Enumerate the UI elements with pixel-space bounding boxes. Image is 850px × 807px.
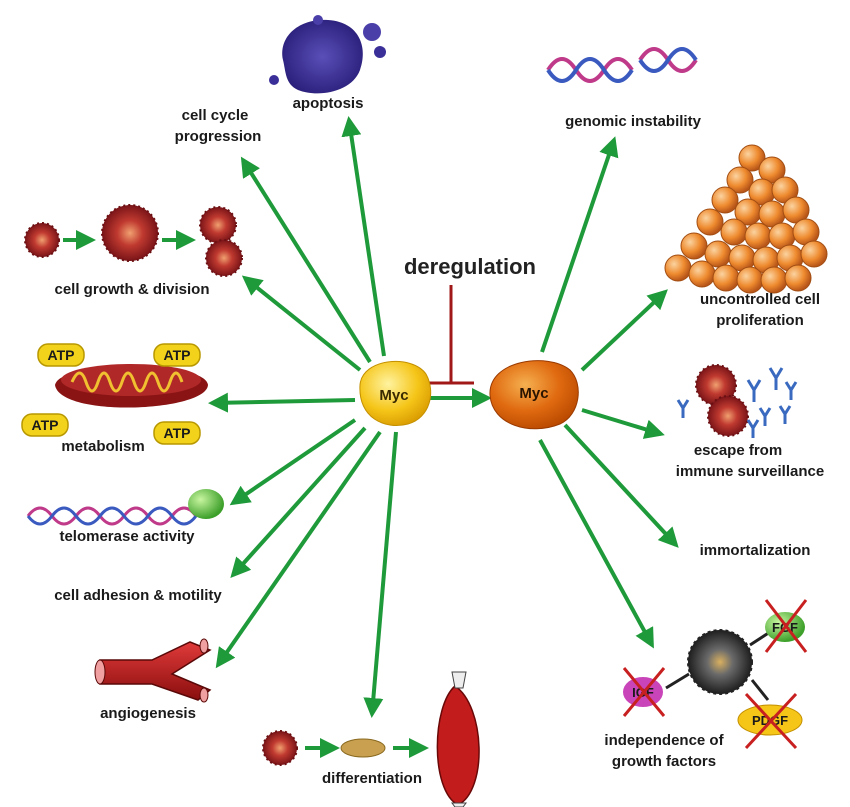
- cell-growth-illustration: [24, 204, 243, 277]
- arrow-to-angiogenesis: [215, 430, 382, 669]
- atp-label-1: ATP: [48, 347, 75, 363]
- atp-label-4: ATP: [164, 425, 191, 441]
- immortalization-label: immortalization: [700, 542, 811, 559]
- arrow-to-differentiation: [363, 431, 398, 718]
- arrow-to-uncontrolled: [580, 289, 668, 372]
- growth-factor-independence-illustration: [665, 629, 771, 701]
- arrow-to-escape: [581, 408, 665, 439]
- arrows-deregulated: [538, 136, 679, 649]
- arrow-to-adhesion: [230, 426, 367, 578]
- arrow-to-apoptosis: [341, 116, 386, 357]
- escape-label-line2: immune surveillance: [676, 463, 824, 480]
- cell-growth-label: cell growth & division: [54, 281, 209, 298]
- atp-badge-3: ATP: [21, 413, 69, 437]
- uncontrolled-label-line2: proliferation: [716, 312, 804, 329]
- differentiation-label: differentiation: [322, 770, 422, 787]
- angiogenesis-label: angiogenesis: [100, 705, 196, 722]
- atp-badge-1: ATP: [37, 343, 85, 367]
- metabolism-label: metabolism: [61, 438, 144, 455]
- myc-deregulated-node: Myc: [489, 360, 579, 430]
- arrow-to-cell-growth: [241, 275, 362, 372]
- myc-normal-node: Myc: [359, 361, 432, 426]
- cell-cycle-label-line2: progression: [175, 128, 262, 145]
- dna-break-illustration: [546, 47, 698, 83]
- escape-label-line1: escape from: [694, 442, 782, 459]
- dna-telomere-illustration: [26, 506, 198, 526]
- atp-badge-2: ATP: [153, 343, 201, 367]
- arrow-to-independence: [538, 439, 654, 649]
- myc-deregulated-label: Myc: [519, 385, 548, 402]
- fgf-blocked: FGF: [764, 599, 808, 653]
- telomerase-label: telomerase activity: [59, 528, 195, 545]
- genomic-label: genomic instability: [565, 113, 702, 130]
- cell-cycle-label-line1: cell cycle: [182, 107, 249, 124]
- atp-label-2: ATP: [164, 347, 191, 363]
- arrow-to-cell-cycle: [240, 156, 372, 364]
- arrow-to-genomic: [540, 136, 619, 353]
- uncontrolled-label-line1: uncontrolled cell: [700, 291, 820, 308]
- adhesion-label: cell adhesion & motility: [54, 587, 222, 604]
- atp-label-3: ATP: [32, 417, 59, 433]
- arrow-to-telomerase: [229, 418, 357, 506]
- blood-vessel-illustration: [94, 638, 212, 703]
- independence-label-line1: independence of: [604, 732, 724, 749]
- arrows-normal: [208, 116, 492, 718]
- myc-normal-label: Myc: [379, 387, 408, 404]
- differentiation-illustration: [262, 671, 480, 807]
- independence-label-line2: growth factors: [612, 753, 716, 770]
- telomerase-enzyme: [188, 489, 224, 519]
- proliferation-cluster: [664, 144, 828, 294]
- atp-badge-4: ATP: [153, 421, 201, 445]
- arrow-to-immortalization: [563, 423, 679, 548]
- igf-blocked: IGF: [622, 667, 666, 717]
- pdgf-blocked: PDGF: [737, 692, 803, 750]
- inhibition-symbol: [428, 285, 474, 385]
- apoptosis-illustration: [269, 15, 386, 94]
- immune-escape-illustration: [676, 364, 798, 438]
- mitochondrion-illustration: [55, 364, 208, 408]
- apoptosis-label: apoptosis: [293, 95, 364, 112]
- deregulation-label: deregulation: [404, 254, 536, 279]
- arrow-to-metabolism: [208, 392, 356, 413]
